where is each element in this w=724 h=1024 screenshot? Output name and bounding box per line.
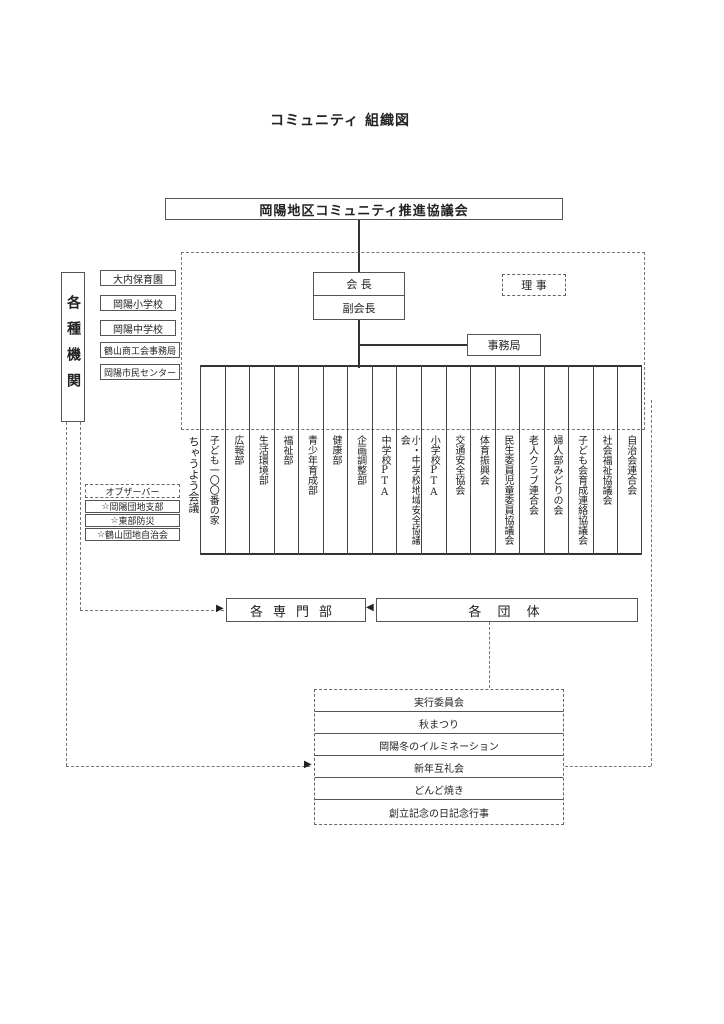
connector-line [358, 220, 360, 272]
connector-dashed [66, 766, 310, 767]
department-label: 体育振興会 [477, 435, 489, 485]
groups-summary-box: 各 団 体 [376, 598, 638, 622]
connector-dashed [651, 400, 652, 766]
event-item: 創立記念の日記念行事 [389, 808, 489, 820]
department-column: 社会福祉協議会 [592, 365, 618, 555]
institution-item: 大内保育園 [100, 270, 176, 286]
department-label: 子ども一〇〇番の家 [207, 435, 219, 525]
event-item: 実行委員会 [315, 692, 563, 712]
agencies-title: 各種機関 [61, 272, 85, 422]
council-frame [181, 252, 645, 430]
advisor-vertical-label: ちゃうよう会議 [187, 436, 200, 513]
department-label: 交通安全協会 [452, 435, 464, 495]
department-column: 子ども一〇〇番の家 [200, 365, 225, 555]
department-label: 生活環境部 [256, 435, 268, 485]
connector-dashed [66, 422, 67, 766]
department-column: 中学校PTA [371, 365, 397, 555]
department-column: 自治会連合会 [617, 365, 642, 555]
event-item: 岡陽冬のイルミネーション [315, 736, 563, 756]
department-column: 体育振興会 [470, 365, 495, 555]
department-column: 小・中学校地域安全協議会 [396, 365, 421, 555]
department-column: 民生委員児童委員協議会 [494, 365, 520, 555]
events-list: 実行委員会 秋まつり 岡陽冬のイルミネーション 新年互礼会 どんど焼き 創立記念… [314, 689, 564, 825]
department-label: 企画調整部 [354, 435, 366, 485]
department-column: 子ども会育成連絡協議会 [568, 365, 593, 555]
arrow-left-icon: ◀ [366, 602, 374, 613]
department-label: 社会福祉協議会 [600, 435, 612, 505]
director-box: 理 事 [502, 274, 566, 296]
observer-item: ☆鶴山団地自治会 [85, 528, 180, 541]
observers-group: オブザーバー ☆岡陽団地支部 ☆東部防災 ☆鶴山団地自治会 [85, 484, 180, 542]
department-column: 企画調整部 [347, 365, 372, 555]
department-column: 小学校PTA [421, 365, 446, 555]
connector-dashed [80, 422, 81, 610]
vice-chair-label: 副会長 [342, 301, 376, 315]
chair-label: 会 長 [314, 273, 404, 296]
arrow-right-icon: ▶ [216, 603, 224, 614]
star-icon: ☆ [101, 501, 110, 512]
department-column: 青少年育成部 [298, 365, 323, 555]
institutions-list: 大内保育園 岡陽小学校 岡陽中学校 鶴山商工会事務局 岡陽市民センター [96, 270, 180, 388]
observer-item: ☆岡陽団地支部 [85, 500, 180, 513]
event-item: 秋まつり [315, 714, 563, 734]
connector-dashed [565, 766, 651, 767]
department-column: 健康部 [322, 365, 348, 555]
department-label: 自治会連合会 [624, 435, 636, 495]
observer-item: ☆東部防災 [85, 514, 180, 527]
department-label: 福祉部 [280, 435, 292, 465]
connector-line [358, 320, 360, 368]
department-column: 福祉部 [273, 365, 299, 555]
department-label: 中学校PTA [379, 435, 391, 498]
arrow-right-icon: ▶ [304, 759, 312, 770]
department-label: 小・中学校地域安全協議会 [398, 435, 420, 545]
top-org-box: 岡陽地区コミュニティ推進協議会 [165, 198, 563, 220]
department-label: 広報部 [231, 435, 243, 465]
event-item: 新年互礼会 [315, 758, 563, 778]
star-icon: ☆ [96, 529, 106, 540]
observers-heading: オブザーバー [85, 484, 180, 498]
department-column: 生活環境部 [249, 365, 274, 555]
star-icon: ☆ [110, 515, 119, 526]
department-label: 婦人部みどりの会 [551, 435, 563, 515]
event-item: どんど焼き [315, 780, 563, 800]
department-label: 健康部 [330, 435, 342, 465]
department-label: 小学校PTA [428, 435, 440, 498]
secretariat-box: 事務局 [467, 334, 541, 356]
institution-item: 鶴山商工会事務局 [100, 342, 180, 358]
departments-summary-box: 各専門部 [226, 598, 366, 622]
departments-grid: 子ども一〇〇番の家広報部 生活環境部福祉部 青少年育成部 健康部企画調整部 中学校PTA… [200, 365, 642, 555]
department-column: 広報部 [224, 365, 250, 555]
page-title: コミュニティ 組織図 [269, 113, 411, 129]
connector-line [359, 344, 467, 346]
department-label: 青少年育成部 [305, 435, 317, 495]
connector-dashed [80, 610, 224, 611]
officers-box: 会 長 副会長 [313, 272, 405, 320]
department-label: 子ども会育成連絡協議会 [575, 435, 587, 545]
institution-item: 岡陽中学校 [100, 320, 176, 336]
institution-item: 岡陽小学校 [100, 295, 176, 311]
institution-item: 岡陽市民センター [100, 364, 180, 380]
department-column: 婦人部みどりの会 [543, 365, 569, 555]
connector-dashed [489, 622, 490, 688]
department-label: 老人クラブ連合会 [526, 435, 538, 515]
department-label: 民生委員児童委員協議会 [501, 435, 513, 545]
department-column: 老人クラブ連合会 [519, 365, 544, 555]
department-column: 交通安全協会 [445, 365, 471, 555]
